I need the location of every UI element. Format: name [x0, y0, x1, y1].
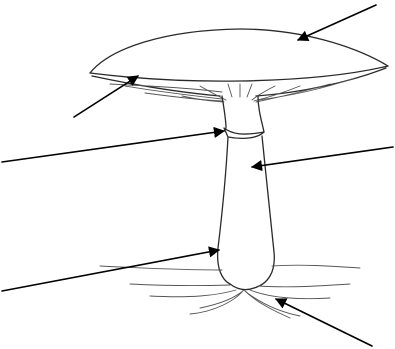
pointer-arrow-mycelium	[276, 299, 372, 346]
stem-upper-left	[222, 96, 226, 128]
stem-right-outline	[254, 136, 274, 288]
stem-base	[230, 284, 254, 290]
pointer-arrows	[2, 5, 393, 346]
mushroom-stem	[218, 96, 275, 290]
pointer-arrow-cap	[298, 5, 376, 40]
pointer-arrow-gills	[74, 76, 138, 117]
mushroom-cap	[90, 29, 388, 96]
pointer-arrow-stem	[252, 147, 393, 167]
pointer-arrow-volva	[2, 250, 219, 291]
pointer-arrow-ring	[2, 131, 224, 162]
stem-ring	[224, 128, 264, 138]
stem-left-outline	[218, 137, 230, 284]
cap-top-outline	[90, 29, 388, 73]
mushroom-mycelium	[100, 265, 360, 318]
cap-underside-right	[256, 68, 386, 96]
